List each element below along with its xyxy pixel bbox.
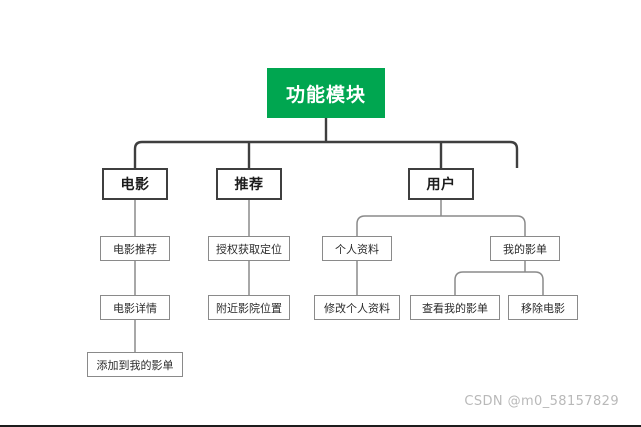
edge-user-bus (356, 215, 526, 236)
node-profile-label: 个人资料 (335, 242, 379, 256)
node-movie-label: 电影 (120, 177, 150, 193)
node-recommend[interactable]: 推荐 (216, 168, 282, 200)
node-root-function-module[interactable]: 功能模块 (267, 68, 385, 118)
node-add-to-my-list[interactable]: 添加到我的影单 (87, 352, 183, 377)
node-auth-location-label: 授权获取定位 (216, 242, 282, 256)
node-add-to-my-list-label: 添加到我的影单 (96, 358, 174, 372)
node-edit-profile[interactable]: 修改个人资料 (314, 295, 400, 320)
edge-root-bus-outer (133, 140, 519, 168)
node-recommend-label: 推荐 (234, 177, 264, 193)
node-movie[interactable]: 电影 (102, 168, 168, 200)
node-edit-profile-label: 修改个人资料 (324, 301, 390, 315)
node-nearby-cinema-label: 附近影院位置 (216, 301, 282, 315)
node-root-label: 功能模块 (285, 83, 366, 106)
node-remove-movie-label: 移除电影 (521, 301, 565, 315)
node-remove-movie[interactable]: 移除电影 (508, 295, 578, 320)
node-my-list-label: 我的影单 (503, 242, 547, 256)
node-user-label: 用户 (426, 177, 456, 193)
node-movie-detail[interactable]: 电影详情 (100, 295, 170, 320)
node-view-my-list[interactable]: 查看我的影单 (410, 295, 500, 320)
node-profile[interactable]: 个人资料 (322, 236, 392, 261)
node-view-my-list-label: 查看我的影单 (422, 301, 488, 315)
node-nearby-cinema[interactable]: 附近影院位置 (208, 295, 290, 320)
node-movie-recommend[interactable]: 电影推荐 (100, 236, 170, 261)
edge-mylist-bus (454, 271, 544, 295)
node-movie-recommend-label: 电影推荐 (113, 242, 157, 256)
watermark-text: CSDN @m0_58157829 (464, 394, 619, 409)
node-auth-location[interactable]: 授权获取定位 (208, 236, 290, 261)
node-user[interactable]: 用户 (408, 168, 474, 200)
node-movie-detail-label: 电影详情 (113, 301, 157, 315)
node-my-list[interactable]: 我的影单 (490, 236, 560, 261)
